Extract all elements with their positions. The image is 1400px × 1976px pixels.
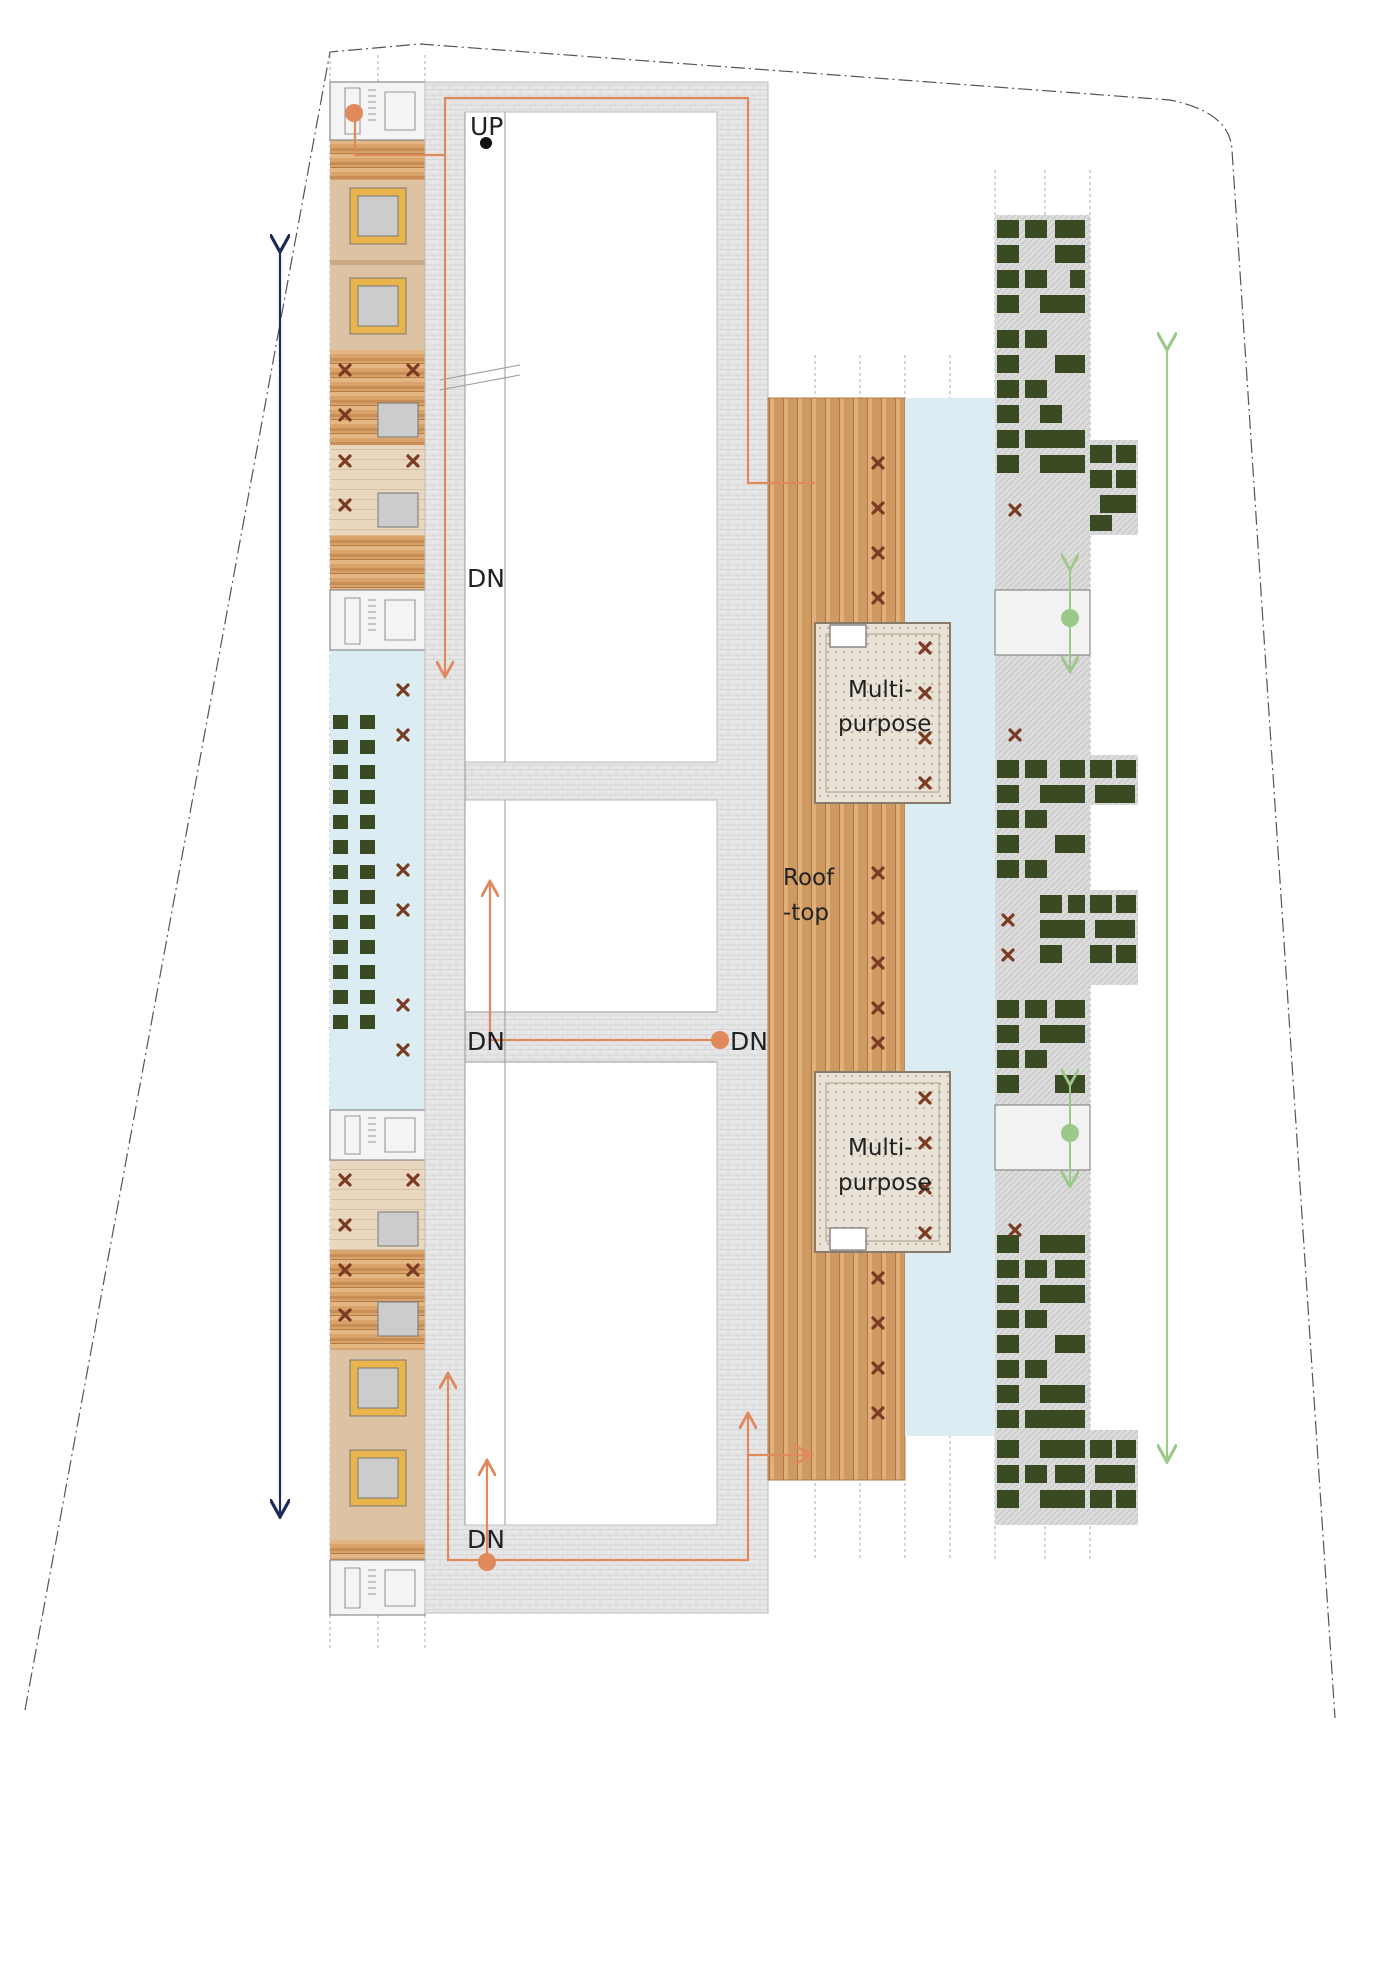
site-boundary <box>24 43 1336 1719</box>
left-planting <box>333 715 375 1029</box>
label-multipurpose-1-line2: purpose <box>838 711 931 737</box>
meeting-tables <box>349 187 419 1507</box>
right-green-wing <box>994 215 1138 1525</box>
label-dn-mid-right: DN <box>730 1027 768 1056</box>
circulation-nodes <box>345 104 729 1571</box>
label-multipurpose-2-line2: purpose <box>838 1170 931 1196</box>
left-building <box>329 81 426 1616</box>
label-multipurpose-2-line1: Multi- <box>848 1135 913 1161</box>
cross-marks <box>338 363 1022 1420</box>
multipurpose-room-1 <box>814 622 951 804</box>
rooftop-deck <box>767 397 995 1481</box>
label-rooftop-line1: Roof <box>783 865 835 891</box>
label-rooftop-line2: -top <box>783 900 829 926</box>
multipurpose-room-2 <box>814 1071 951 1253</box>
stair-node-up <box>480 137 492 149</box>
right-planting <box>997 220 1136 1508</box>
label-dn-bottom: DN <box>467 1525 505 1554</box>
label-multipurpose-1-line1: Multi- <box>848 677 913 703</box>
circulation-route <box>353 96 815 1562</box>
label-dn-top: DN <box>467 564 505 593</box>
label-up: UP <box>470 112 503 141</box>
corridor-ring <box>424 81 769 1614</box>
label-dn-mid-left: DN <box>467 1027 505 1056</box>
